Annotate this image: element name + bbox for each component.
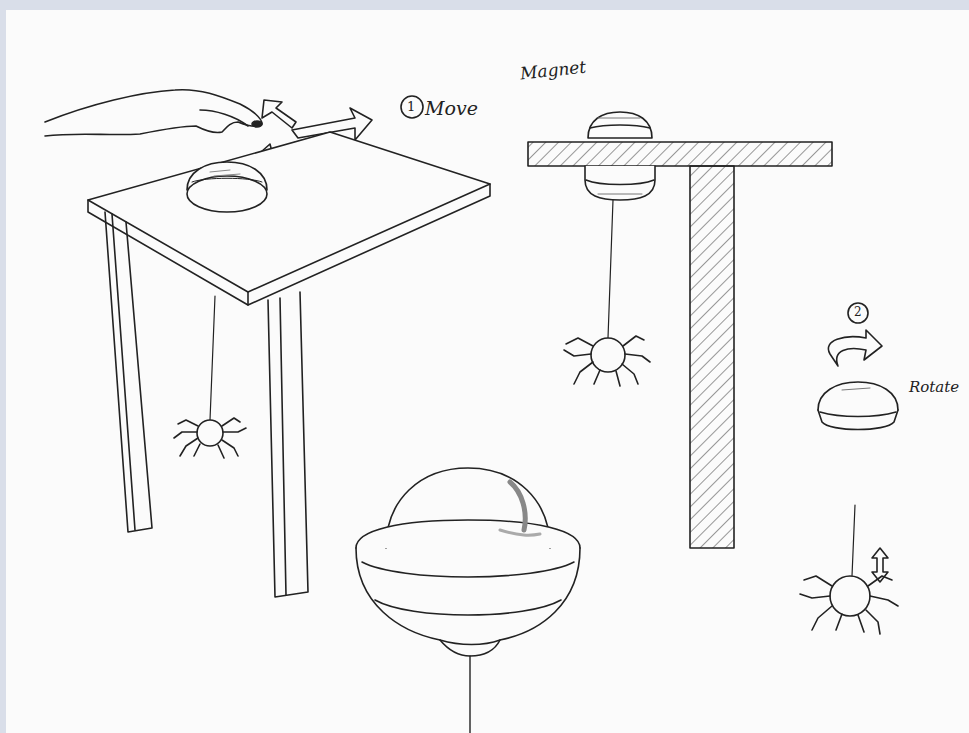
- leg-section: [690, 166, 734, 548]
- spider: [174, 418, 246, 458]
- hand: [45, 90, 262, 136]
- rotate-arrow: [828, 330, 882, 366]
- puck: [818, 382, 898, 430]
- string: [469, 656, 470, 733]
- string: [852, 505, 855, 576]
- callout-circle: [401, 96, 423, 118]
- spider: [800, 576, 898, 634]
- spider: [564, 336, 650, 386]
- sketch-sheet: [6, 10, 969, 733]
- callout-number: 2: [854, 306, 862, 318]
- fingernail: [252, 121, 262, 127]
- large-puck: [356, 468, 580, 656]
- string: [608, 200, 613, 338]
- magnet: [588, 112, 652, 138]
- callout-circle: [848, 303, 868, 323]
- step-label: Move: [425, 99, 478, 118]
- callout-number: 1: [407, 100, 415, 113]
- puck: [585, 166, 655, 200]
- finger: [200, 110, 248, 126]
- step-label: Rotate: [909, 380, 959, 395]
- string: [210, 296, 215, 420]
- table-section: [528, 142, 832, 166]
- puck: [187, 162, 267, 212]
